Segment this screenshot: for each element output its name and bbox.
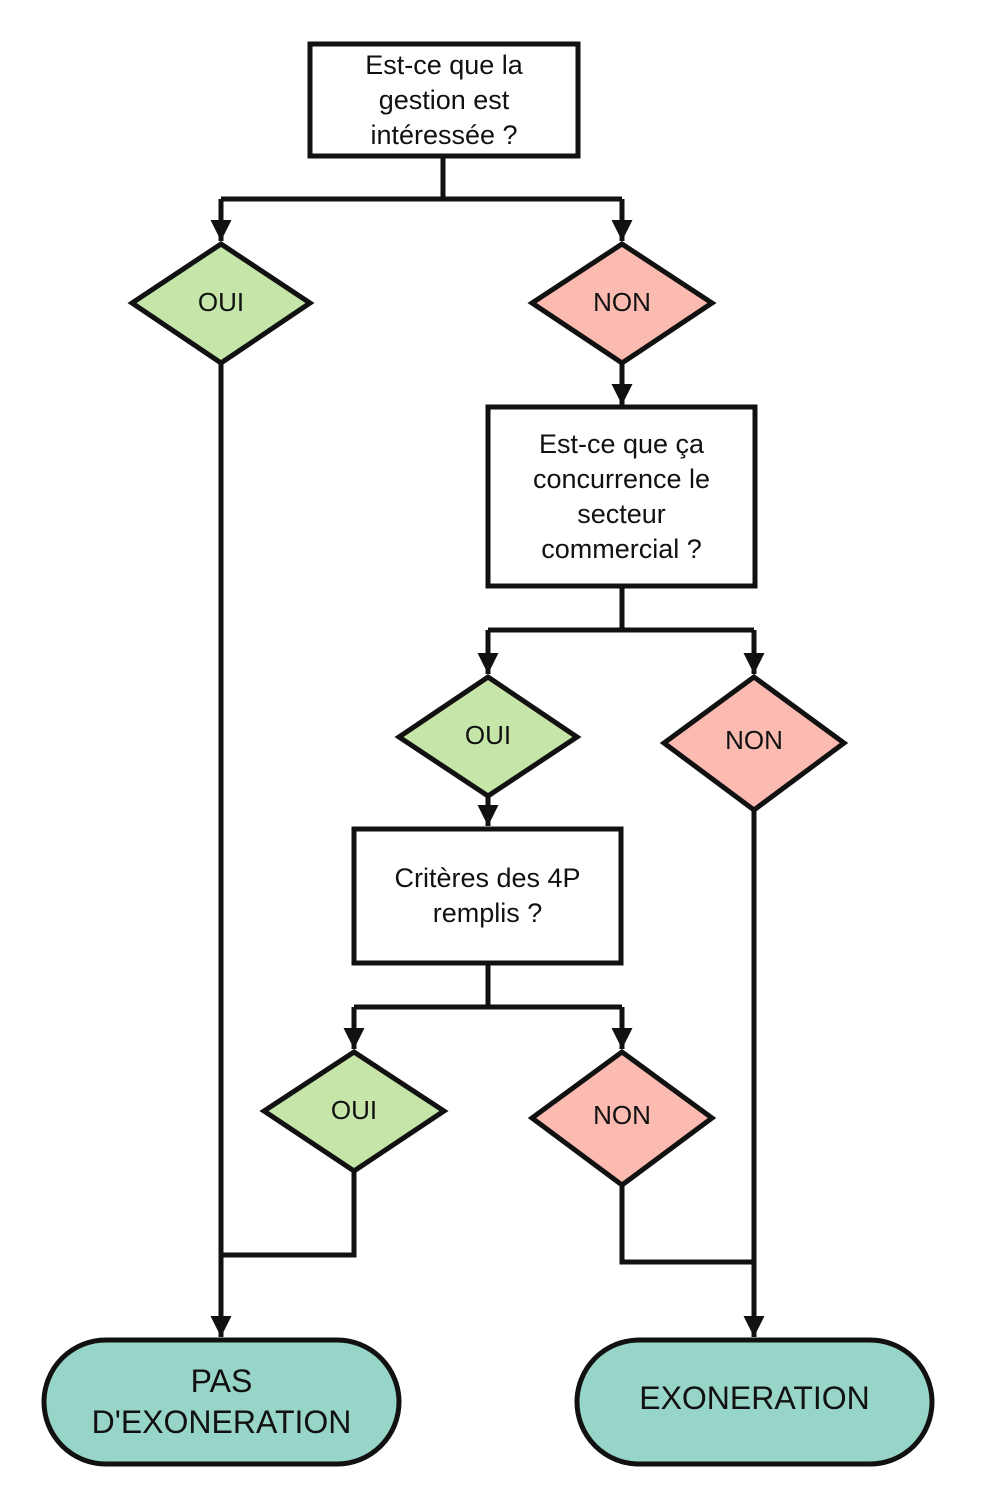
connector-q3-yes-merge <box>221 1171 357 1258</box>
decision-yes-diamond <box>259 1049 449 1175</box>
connector-q3-no-merge <box>619 1185 754 1265</box>
connector-q1-split <box>221 156 622 202</box>
question-box-management-interested <box>307 41 581 159</box>
question-box-4p-criteria <box>351 826 624 966</box>
connector-q3-split <box>354 963 622 1010</box>
decision-no-diamond <box>659 673 849 814</box>
decision-no-diamond <box>527 1048 717 1189</box>
terminal-no-exemption <box>41 1337 402 1467</box>
decision-yes-diamond <box>127 241 315 367</box>
terminal-exemption <box>574 1337 935 1467</box>
connector-q2-split <box>488 586 754 633</box>
decision-yes-diamond <box>394 673 582 799</box>
question-box-competes-commercial <box>485 404 758 589</box>
decision-no-diamond <box>527 241 717 367</box>
